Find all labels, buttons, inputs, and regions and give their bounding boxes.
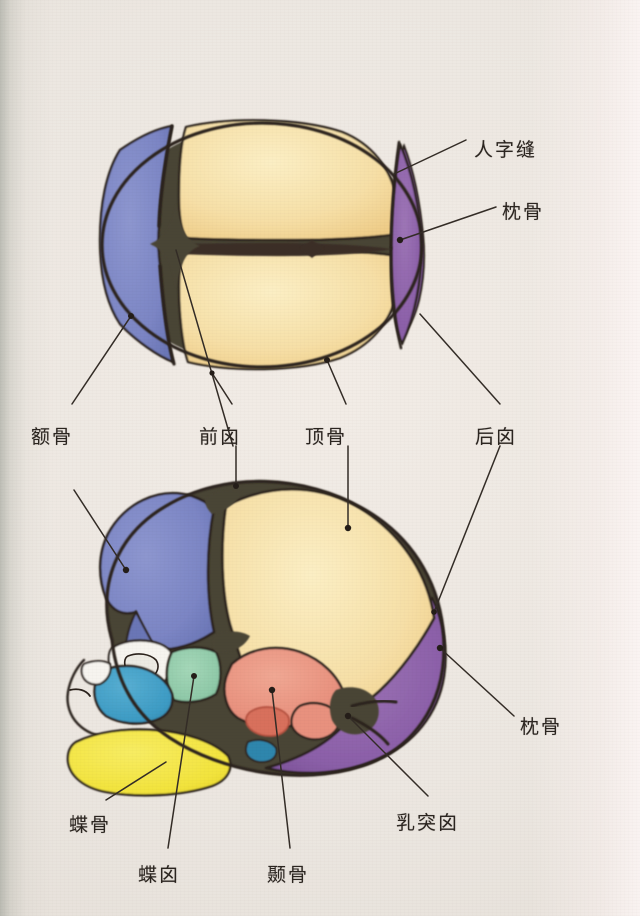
dot-occipital-lateral [436,644,444,652]
leader-temporal-bone [271,689,291,849]
dot-posterior-fontanelle-lateral [431,609,437,615]
leader-lines [71,139,515,849]
label-sphenoid-fontanelle: 蝶囟 [138,865,181,886]
mastoid-fontanelle-spur-a [350,699,398,708]
leader-anterior-fontanelle [175,249,234,447]
mastoid-process [290,702,341,741]
dot-frontal-lateral [122,566,130,574]
coronal-suture-upper [157,124,174,228]
superior-view [98,119,426,371]
label-posterior-fontanelle: 后囟 [475,427,518,448]
lambdoid-suture-upper [389,140,401,250]
dot-frontal-top [128,313,134,319]
lateral-frontal-bone [98,491,216,652]
leader-lambdoid-suture [393,139,467,175]
label-parietal-bone: 顶骨 [305,427,348,448]
leader-sphenoid-bone [105,761,167,801]
label-occipital-bottom: 枕骨 [520,717,563,738]
lateral-skull-outline [105,479,446,777]
superior-parietal-lower [177,248,400,371]
mandible [66,728,232,797]
leader-sphenoid-fontanelle [167,675,195,849]
leader-parietal-bone-top [326,359,347,405]
dot-anterior-fontanelle-lateral [233,483,239,489]
leader-occipital-top [399,206,497,241]
leader-frontal-bone [71,315,132,405]
sphenoid-fontanelle [212,631,250,653]
label-temporal-bone: 颞骨 [267,865,310,886]
nasal-bone [80,660,112,686]
dot-anterior-fontanelle-top [209,370,215,376]
leader-mastoid-fontanelle [347,715,429,797]
label-anterior-fontanelle: 前囟 [199,427,242,448]
sagittal-suture [179,242,392,257]
styloid-fragment [245,739,278,763]
label-sphenoid-bone: 蝶骨 [69,815,112,836]
posterior-fontanelle-marker [300,240,324,258]
dot-sphenoid-bone [191,673,197,679]
leader-posterior-fontanelle [419,313,501,405]
lateral-anterior-fontanelle [205,490,242,514]
dot-parietal-lateral [344,524,352,532]
lateral-view [66,479,447,797]
leader-occipital-bottom [439,647,515,717]
superior-parietal-upper [177,119,400,242]
label-occipital-top: 枕骨 [502,202,545,223]
label-mastoid-fontanelle: 乳突囟 [396,813,460,834]
leader-anchor-dots [122,236,444,720]
label-lambdoid-suture: 人字缝 [474,140,538,161]
lambdoid-suture-lower [389,246,403,350]
facial-profile-edge [66,658,108,738]
nostril-line [69,688,91,697]
dot-occipital-top [396,236,404,244]
leader-anterior-fontanelle-top [211,372,233,405]
leader-posterior-fontanelle-lateral [433,445,501,613]
dot-parietal-top [324,357,330,363]
coronal-suture-lower [158,264,176,366]
label-frontal-bone: 额骨 [31,427,74,448]
anterior-fontanelle [150,204,200,288]
mastoid-fontanelle [329,687,379,735]
dot-temporal-bone [268,686,276,694]
external-acoustic-meatus [245,706,290,737]
mastoid-fontanelle-spur-b [350,716,390,746]
leader-frontal-bone-lateral [73,489,127,571]
dot-mastoid-fontanelle [344,712,352,720]
superior-skull-outline [100,121,424,369]
